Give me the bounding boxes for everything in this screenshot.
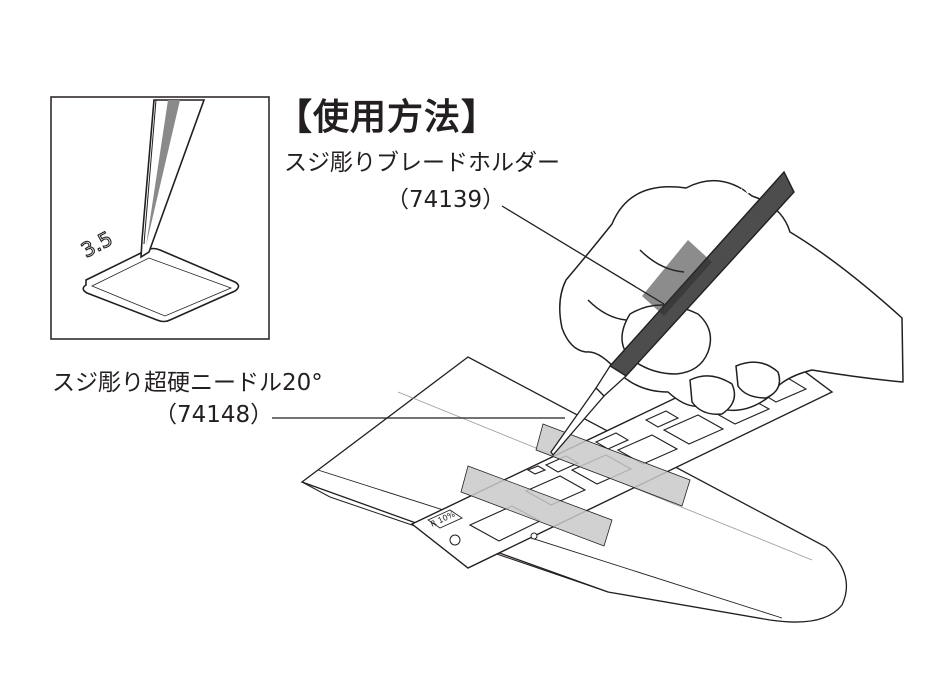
knuckle-line <box>587 299 627 321</box>
template-opening <box>644 410 680 428</box>
masking-tape <box>460 423 691 547</box>
wing-panel-line <box>317 469 783 619</box>
blade-holder-code: （74139） <box>386 187 506 213</box>
needle-blade <box>550 386 605 457</box>
inset-needle-icon <box>140 99 206 259</box>
inset-needle-shading <box>146 100 180 246</box>
tape-strip-upper <box>535 423 691 507</box>
tape-strip-lower <box>460 465 613 547</box>
needle-label: スジ彫り超硬ニードル20° <box>52 370 323 396</box>
needle-code: （74148） <box>154 402 274 428</box>
inset-engraved-square-inner <box>91 257 233 317</box>
inset-engraved-square <box>82 247 240 323</box>
page-title: 【使用方法】 <box>276 97 499 138</box>
template-hole <box>449 534 461 546</box>
finger <box>689 375 736 415</box>
template-opening <box>594 432 630 450</box>
blade-holder-label: スジ彫りブレードホルダー <box>284 150 560 176</box>
holder-callout-line <box>501 205 665 305</box>
template-opening <box>662 414 725 445</box>
wing-root-edge <box>301 481 609 593</box>
finger <box>735 361 781 399</box>
template-opening <box>526 465 547 475</box>
template-marking-box <box>427 509 463 529</box>
inset-needle-edge <box>143 99 157 245</box>
detail-inset: 3.5 <box>50 96 270 340</box>
template-hole <box>530 532 538 540</box>
tool-grip <box>642 240 712 316</box>
